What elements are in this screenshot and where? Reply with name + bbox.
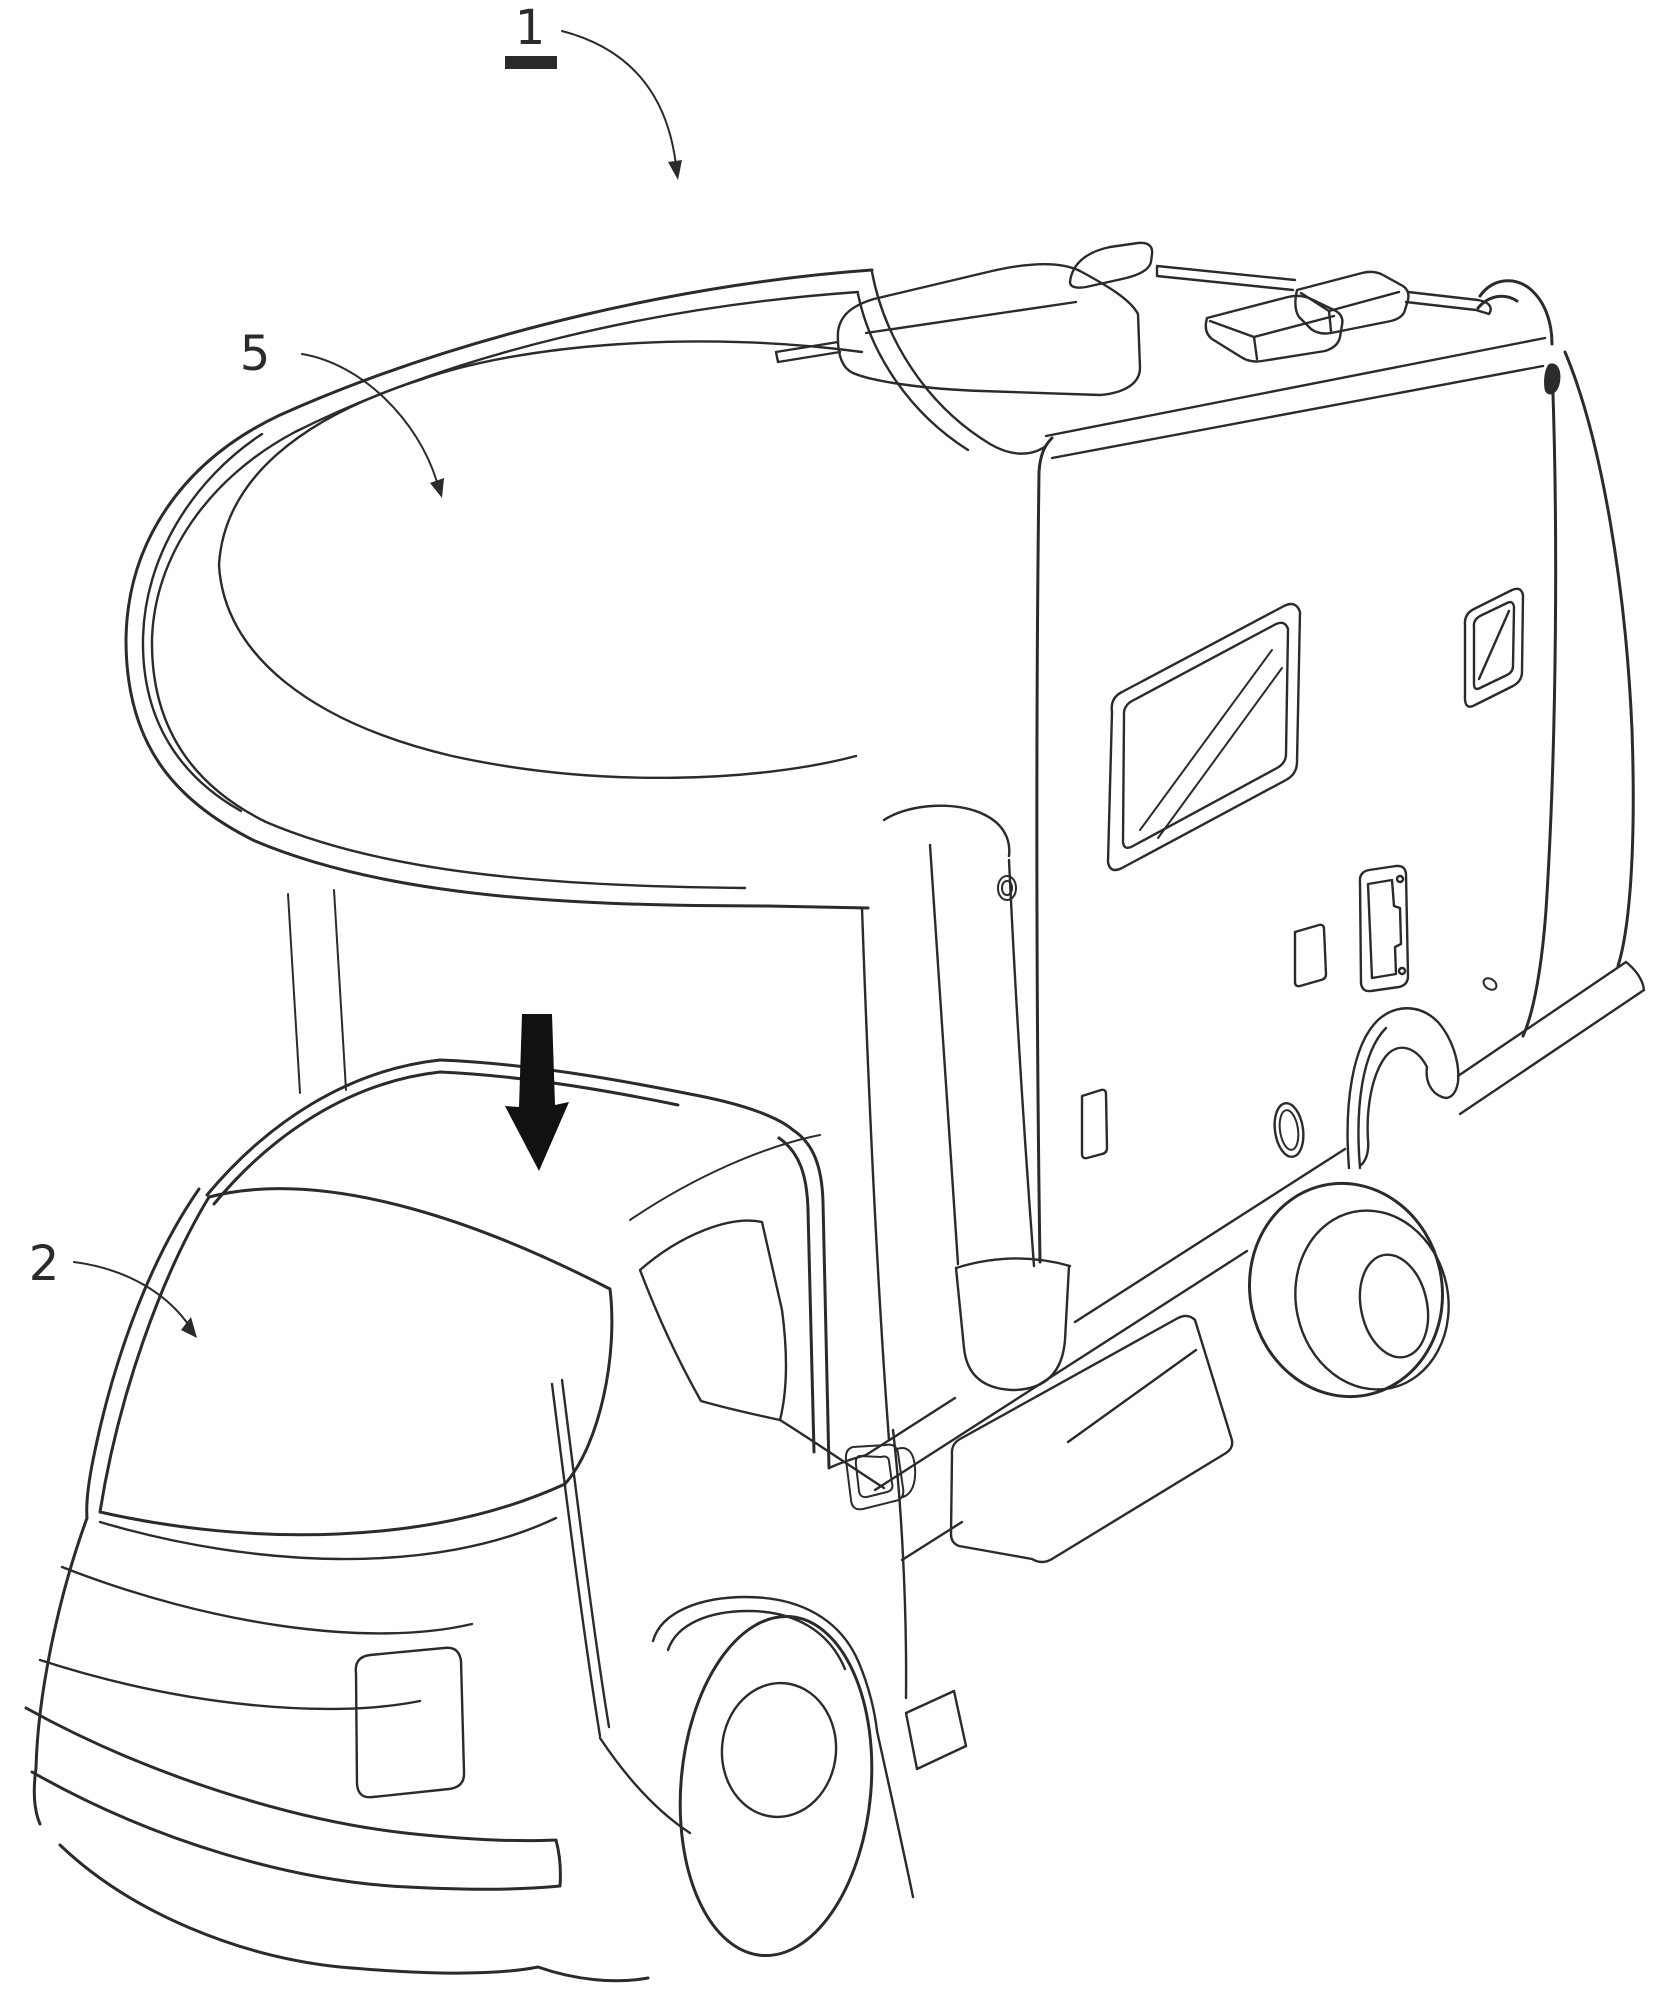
roof-vent-box-2 bbox=[1294, 270, 1410, 335]
label-2-leader-line bbox=[73, 1261, 191, 1328]
roof-rail-right bbox=[1155, 264, 1492, 316]
front-hub bbox=[720, 1681, 838, 1819]
door-belt-line bbox=[778, 1418, 886, 1490]
behind-wheel-frame bbox=[875, 1689, 968, 1899]
filler-inner bbox=[1278, 1109, 1300, 1151]
side-window-large bbox=[1106, 602, 1302, 872]
camper-shell-drawing bbox=[124, 241, 1646, 1564]
rear-side-window bbox=[1463, 587, 1525, 708]
label-2-text: 2 bbox=[29, 1236, 60, 1292]
rocker-line bbox=[598, 1736, 692, 1835]
rear-tire-face bbox=[1294, 1209, 1450, 1391]
headlight bbox=[354, 1646, 466, 1799]
rear-pillar-edges bbox=[1521, 350, 1635, 1038]
front-wall-pillars bbox=[860, 843, 1036, 1442]
roof-eave-lines bbox=[1044, 336, 1547, 460]
side-window-reflection-lines bbox=[1139, 649, 1283, 839]
roof-skylight-box bbox=[836, 263, 1142, 397]
rear-hub-hole bbox=[1358, 1253, 1430, 1359]
label-camper-shell: 5 bbox=[240, 326, 444, 498]
truck-cab-drawing bbox=[24, 1058, 968, 1983]
door-front-gap bbox=[550, 1378, 611, 1738]
wall-vent-plate bbox=[1293, 923, 1328, 988]
grille-line bbox=[38, 1658, 422, 1711]
rear-wheel bbox=[1247, 1181, 1450, 1399]
rear-edge-handle-mark bbox=[1544, 363, 1561, 395]
a-pillar-outer-line bbox=[85, 1187, 201, 1520]
door-rear-gap bbox=[891, 1428, 908, 1700]
label-5-text: 5 bbox=[240, 326, 271, 382]
front-fender-arch bbox=[651, 1595, 879, 1733]
camper-support-legs bbox=[287, 889, 347, 1094]
roof-skylight-rear-box bbox=[1068, 241, 1154, 289]
sidewall-front-edge bbox=[1035, 436, 1054, 1264]
nose-outer-outline bbox=[124, 268, 874, 910]
front-wall-round-port bbox=[997, 875, 1017, 901]
cowl-line bbox=[98, 1516, 558, 1561]
hood-edge bbox=[60, 1565, 474, 1635]
door-latch-plate bbox=[1358, 864, 1410, 993]
windshield bbox=[98, 1187, 614, 1537]
floor-band-lines bbox=[827, 960, 1646, 1562]
nose-seam-line bbox=[141, 290, 860, 890]
wall-small-box bbox=[1080, 1088, 1109, 1160]
cab-rear-corner bbox=[777, 1128, 831, 1470]
label-assembly: 1 bbox=[505, 0, 682, 180]
bumper bbox=[24, 1706, 562, 1891]
label-2-arrowhead-icon bbox=[181, 1317, 197, 1338]
label-truck: 2 bbox=[29, 1236, 197, 1338]
rear-corner-cap bbox=[1476, 279, 1554, 346]
lower-valence bbox=[58, 1843, 650, 1983]
rear-wheel-arch bbox=[1346, 1007, 1460, 1170]
filler-outer bbox=[1273, 1101, 1305, 1159]
fuel-filler-oval bbox=[1273, 1101, 1305, 1159]
cab-roofline bbox=[205, 1058, 795, 1206]
cab-roof-crease bbox=[629, 1134, 821, 1221]
label-1-arrowhead-icon bbox=[668, 160, 682, 180]
label-1-text: 1 bbox=[515, 0, 546, 56]
label-1-underline bbox=[505, 56, 557, 69]
front-wheel bbox=[678, 1614, 874, 1958]
front-pillar-foot bbox=[954, 1257, 1072, 1392]
label-5-leader-line bbox=[301, 353, 438, 483]
front-corner-hook bbox=[882, 804, 1011, 858]
keyhole-dot bbox=[1482, 977, 1498, 991]
label-1-leader-line bbox=[561, 30, 677, 166]
cab-side-window bbox=[638, 1219, 788, 1422]
placement-down-arrow-icon bbox=[505, 1014, 569, 1171]
front-tire-outer bbox=[678, 1614, 874, 1958]
annotations: 1 5 2 bbox=[29, 0, 682, 1338]
underfloor-storage-box bbox=[949, 1314, 1234, 1564]
roof-rail-left bbox=[774, 340, 842, 364]
nose-cap-oval-seam bbox=[217, 340, 864, 780]
rear-tire-outer bbox=[1247, 1181, 1445, 1399]
label-5-arrowhead-icon bbox=[430, 478, 444, 498]
door-handle bbox=[844, 1443, 917, 1511]
nose-right-valley-edge bbox=[856, 270, 1048, 455]
